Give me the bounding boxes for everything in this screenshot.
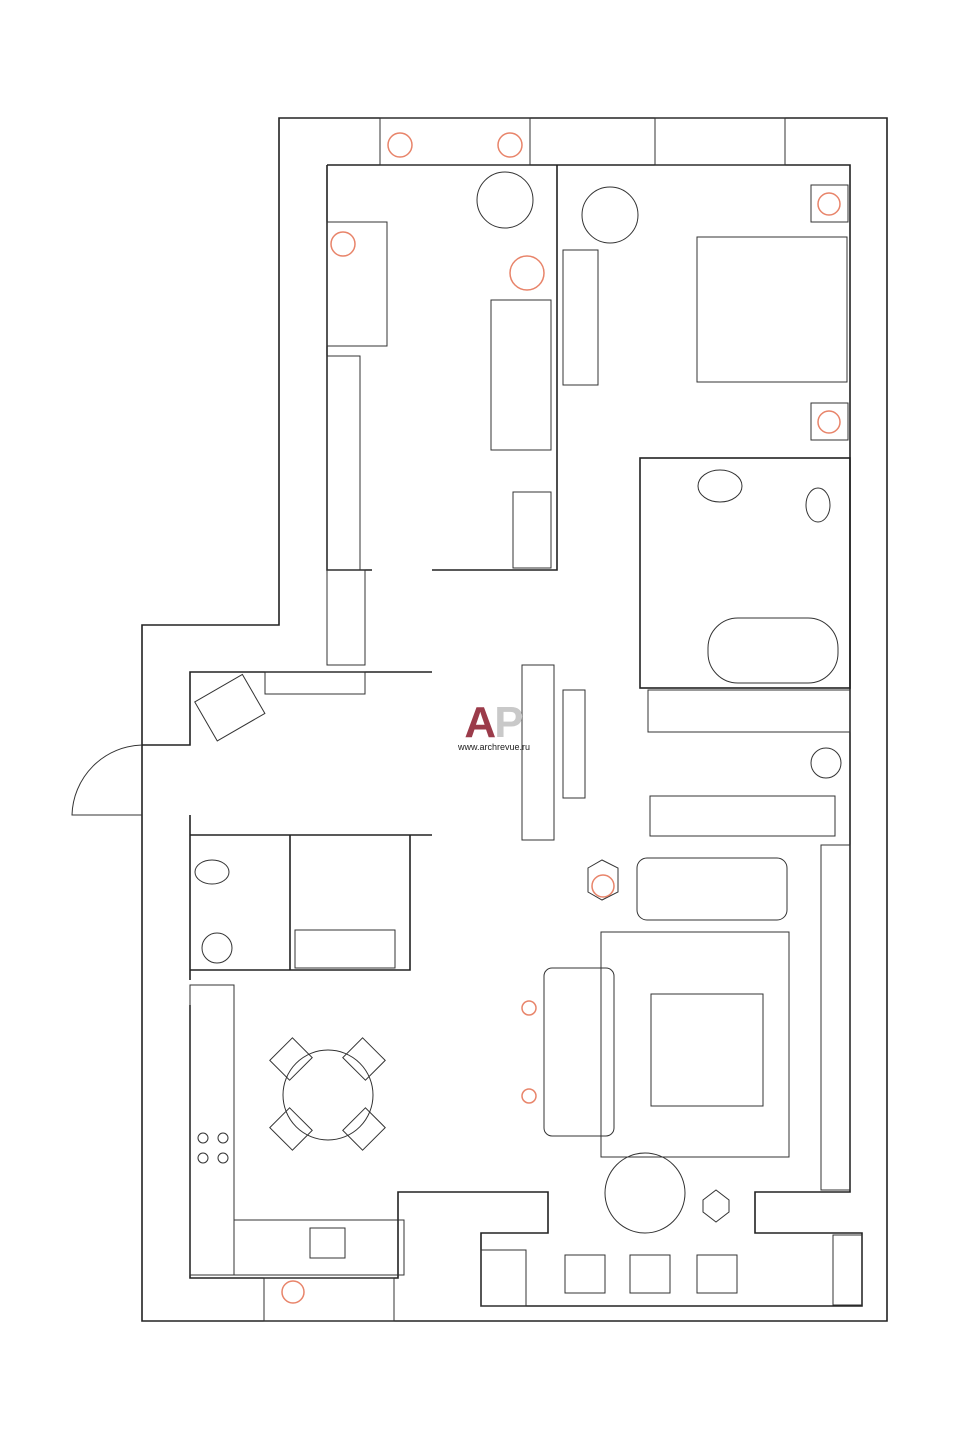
- accent-decor: [330, 231, 356, 257]
- bed: [696, 236, 848, 383]
- wardrobe: [649, 795, 836, 837]
- accent-decor: [817, 410, 841, 434]
- toilet: [194, 859, 230, 885]
- dining-chair: [342, 1107, 386, 1151]
- armchair: [604, 1152, 686, 1234]
- logo-letter-p: P: [494, 698, 524, 747]
- washer: [810, 747, 842, 779]
- kitchen-counter: [189, 984, 235, 1276]
- hall-shelf: [264, 671, 366, 695]
- armchair: [476, 171, 534, 229]
- logo-url: www.archrevue.ru: [457, 742, 531, 752]
- accent-table: [509, 255, 545, 291]
- dining-chair: [269, 1107, 313, 1151]
- study-room-walls: [326, 165, 558, 571]
- kitchen-sink: [309, 1227, 346, 1259]
- dresser: [562, 249, 599, 386]
- sink: [697, 469, 743, 503]
- balcony-planter: [480, 1249, 527, 1307]
- window: [379, 117, 531, 166]
- dining-chair: [342, 1037, 386, 1081]
- hob-burner: [217, 1132, 229, 1144]
- wardrobe: [326, 355, 361, 571]
- side-table: [702, 1189, 730, 1223]
- bathtub: [707, 617, 839, 684]
- bathroom-walls: [639, 457, 851, 689]
- washbasin: [201, 932, 233, 964]
- hob-burner: [217, 1152, 229, 1164]
- entrance-door: [71, 744, 143, 816]
- toilet: [805, 487, 831, 523]
- accent-decor: [387, 132, 413, 158]
- dining-chair: [269, 1037, 313, 1081]
- plant: [564, 1254, 606, 1294]
- balcony-planter: [832, 1234, 863, 1306]
- dining-table: [282, 1049, 374, 1141]
- sofa: [490, 299, 552, 451]
- accent-decor: [281, 1280, 305, 1304]
- rug: [600, 931, 790, 1158]
- window: [654, 117, 786, 166]
- wc-walls: [190, 834, 432, 971]
- nightstand: [810, 184, 849, 223]
- accent-decor: [521, 1088, 537, 1104]
- closet: [326, 569, 366, 666]
- desk: [326, 221, 388, 347]
- plant: [629, 1254, 671, 1294]
- sofa: [543, 967, 615, 1137]
- coffee-table: [650, 993, 764, 1107]
- accent-decor: [521, 1000, 537, 1016]
- armchair: [581, 186, 639, 244]
- hall-wardrobe: [562, 689, 586, 799]
- nightstand: [810, 402, 849, 441]
- outer-wall: [141, 117, 888, 1322]
- side-table: [587, 859, 619, 901]
- sofa: [636, 857, 788, 921]
- hob-burner: [197, 1152, 209, 1164]
- storage-shelf: [294, 929, 396, 969]
- archrevue-logo: AP www.archrevue.ru: [449, 698, 539, 752]
- towel-rail: [647, 689, 851, 733]
- window: [263, 1277, 395, 1322]
- accent-decor: [591, 874, 615, 898]
- plant: [696, 1254, 738, 1294]
- accent-decor: [817, 192, 841, 216]
- hob-burner: [197, 1132, 209, 1144]
- accent-decor: [497, 132, 523, 158]
- tv-unit: [820, 844, 851, 1191]
- logo-letter-a: A: [464, 698, 496, 747]
- hall-wardrobe: [521, 664, 555, 841]
- shelf: [512, 491, 552, 569]
- kitchen-counter: [233, 1219, 405, 1276]
- hall-armchair: [194, 673, 266, 742]
